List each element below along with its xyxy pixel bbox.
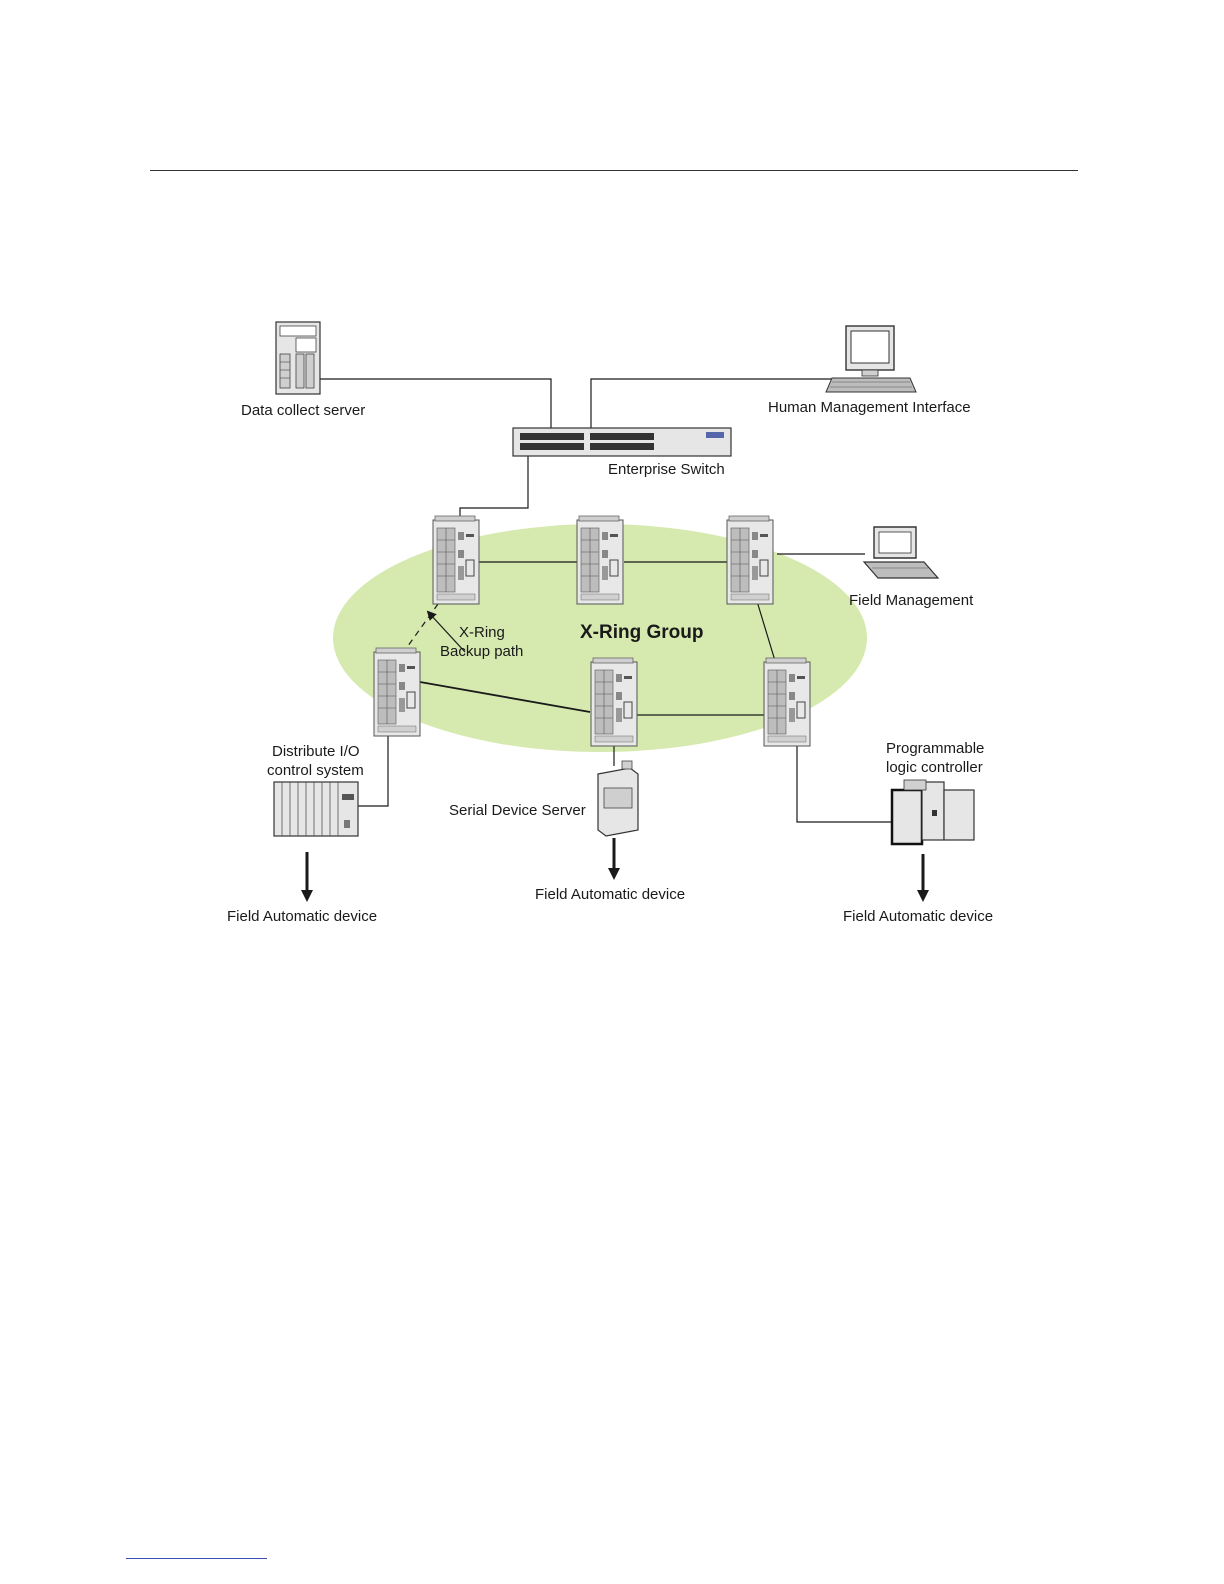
label-enterprise-switch: Enterprise Switch — [608, 460, 725, 479]
industrial-switch-icon — [374, 648, 420, 736]
label-field-automatic-device-center: Field Automatic device — [535, 885, 685, 904]
io-rack-icon — [274, 782, 358, 836]
label-field-automatic-device-left: Field Automatic device — [227, 907, 377, 926]
footer-rule — [126, 1558, 267, 1559]
label-distribute-io-line1: Distribute I/O — [272, 742, 360, 761]
label-field-automatic-device-right: Field Automatic device — [843, 907, 993, 926]
desktop-computer-icon — [826, 326, 916, 392]
server-icon — [276, 322, 320, 394]
plc-icon — [892, 780, 974, 844]
label-distribute-io-line2: control system — [267, 761, 364, 780]
header-rule — [150, 170, 1078, 171]
label-plc-line1: Programmable — [886, 739, 984, 758]
down-arrow-icon — [917, 854, 929, 902]
link-ring-to-plc — [797, 740, 892, 822]
laptop-icon — [864, 527, 938, 578]
label-field-management: Field Management — [849, 591, 973, 610]
x-ring-network-diagram: Data collect server Human Management Int… — [220, 312, 1010, 937]
label-human-management-interface: Human Management Interface — [768, 398, 971, 417]
industrial-switch-icon — [577, 516, 623, 604]
industrial-switch-icon — [591, 658, 637, 746]
enterprise-switch-icon — [513, 428, 731, 456]
label-backup-path-line1: X-Ring — [459, 623, 505, 642]
down-arrow-icon — [301, 852, 313, 902]
down-arrow-icon — [608, 838, 620, 880]
industrial-switch-icon — [433, 516, 479, 604]
label-data-collect-server: Data collect server — [241, 401, 365, 420]
link-enterprise-switch-to-ring — [460, 456, 528, 524]
label-plc-line2: logic controller — [886, 758, 983, 777]
industrial-switch-icon — [764, 658, 810, 746]
label-serial-device-server: Serial Device Server — [449, 801, 586, 820]
ring-group-title: X-Ring Group — [580, 622, 703, 644]
serial-device-server-icon — [598, 761, 638, 836]
industrial-switch-icon — [727, 516, 773, 604]
label-backup-path-line2: Backup path — [440, 642, 523, 661]
